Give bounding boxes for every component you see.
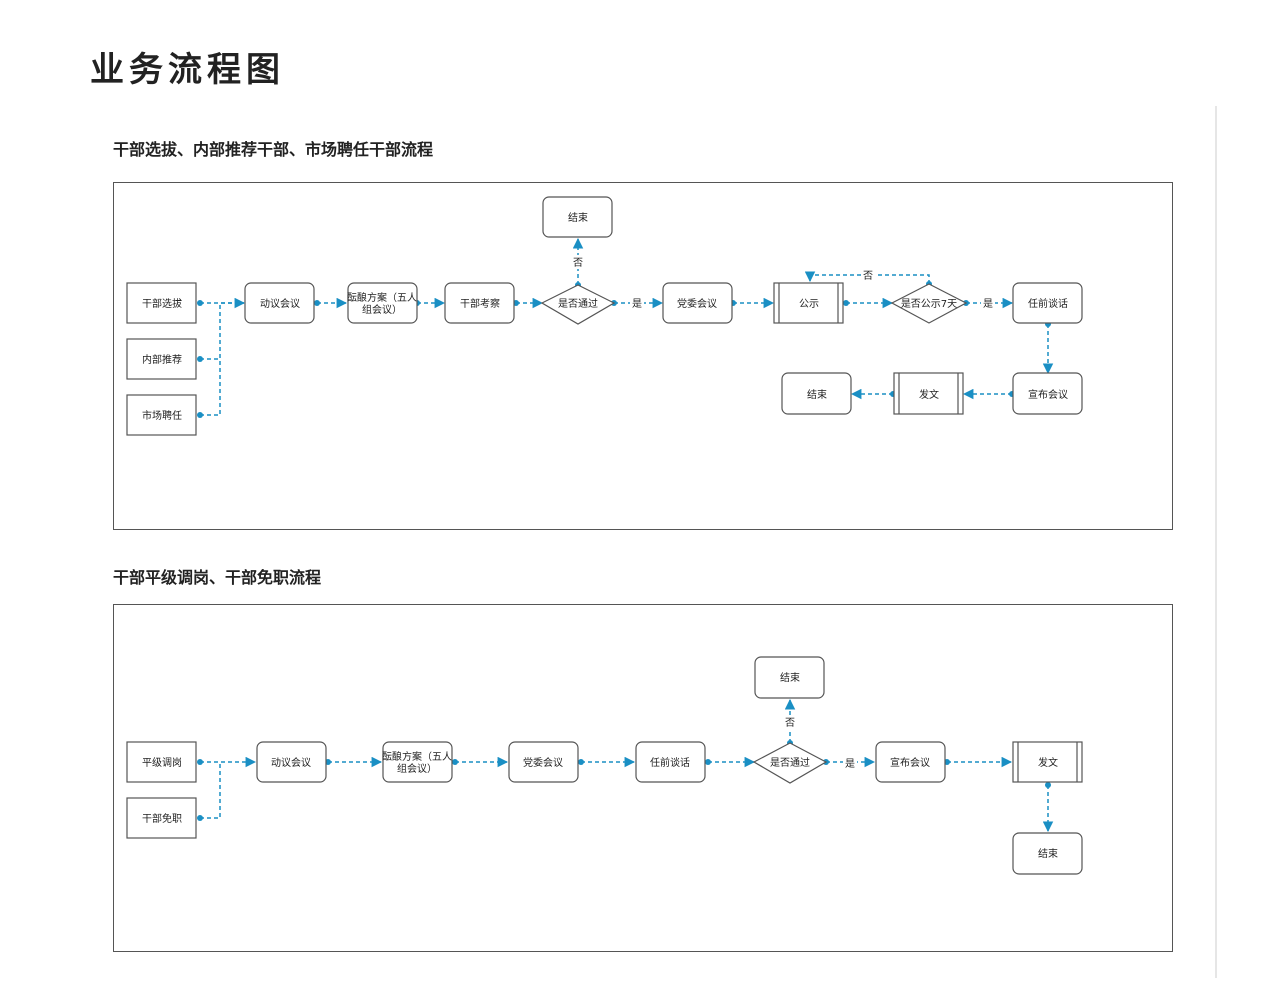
node-plan-line2: 组会议） xyxy=(362,303,402,316)
flowchart-1-frame: 否 是 否 是 xyxy=(113,182,1173,530)
node-pre-appointment-talk: 任前谈话 xyxy=(650,756,690,769)
node-issue-document: 发文 xyxy=(1038,756,1058,769)
edge-start3-n1 xyxy=(200,359,221,416)
flowchart-1: 否 是 否 是 xyxy=(126,196,1083,436)
node-announcement-meeting: 宣布会议 xyxy=(1028,388,1068,401)
flowchart-2-frame: 否 是 平级调岗 干部免职 动议会议 酝酿方案（五人 组会议） 党委会议 xyxy=(113,604,1173,952)
label-d1-no: 否 xyxy=(785,717,795,729)
section-2-title: 干部平级调岗、干部免职流程 xyxy=(113,568,322,587)
node-end: 结束 xyxy=(1038,847,1058,860)
node-proposal-meeting: 动议会议 xyxy=(271,756,311,769)
node-issue-document: 发文 xyxy=(919,388,939,401)
node-party-committee: 党委会议 xyxy=(523,756,563,769)
node-party-committee: 党委会议 xyxy=(677,297,717,310)
page-title: 业务流程图 xyxy=(90,50,285,90)
right-divider xyxy=(1215,106,1217,978)
node-end-rejected: 结束 xyxy=(568,211,588,224)
label-d2-yes: 是 xyxy=(983,298,993,310)
node-cadre-inspection: 干部考察 xyxy=(460,297,500,310)
decision-passed: 是否通过 xyxy=(770,756,810,769)
decision-publicity-7-days: 是否公示7天 xyxy=(901,298,957,310)
node-plan-line2: 组会议） xyxy=(397,762,437,775)
flowchart-2: 否 是 平级调岗 干部免职 动议会议 酝酿方案（五人 组会议） 党委会议 xyxy=(126,656,1083,875)
node-start-dismissal: 干部免职 xyxy=(142,812,182,825)
label-d1-yes: 是 xyxy=(632,298,642,310)
edge-start2-n1 xyxy=(200,762,221,819)
section-1-title: 干部选拔、内部推荐干部、市场聘任干部流程 xyxy=(113,140,434,159)
node-start-internal-referral: 内部推荐 xyxy=(142,353,182,366)
node-pre-appointment-talk: 任前谈话 xyxy=(1028,297,1068,310)
label-d1-no: 否 xyxy=(573,257,583,269)
decision-passed: 是否通过 xyxy=(558,297,598,310)
node-start-market-hire: 市场聘任 xyxy=(142,409,182,422)
node-plan-line1: 酝酿方案（五人 xyxy=(347,291,417,304)
node-start-lateral-transfer: 平级调岗 xyxy=(142,757,182,769)
edge-start2-n1 xyxy=(200,302,244,360)
label-d2-no: 否 xyxy=(863,270,873,282)
node-proposal-meeting: 动议会议 xyxy=(260,297,300,310)
label-d1-yes: 是 xyxy=(845,758,855,770)
node-announcement-meeting: 宣布会议 xyxy=(890,756,930,769)
node-publicity: 公示 xyxy=(799,299,819,310)
node-start-cadre-selection: 干部选拔 xyxy=(142,297,182,310)
node-end-rejected: 结束 xyxy=(780,671,800,684)
node-plan-line1: 酝酿方案（五人 xyxy=(382,750,452,763)
node-end: 结束 xyxy=(807,388,827,401)
